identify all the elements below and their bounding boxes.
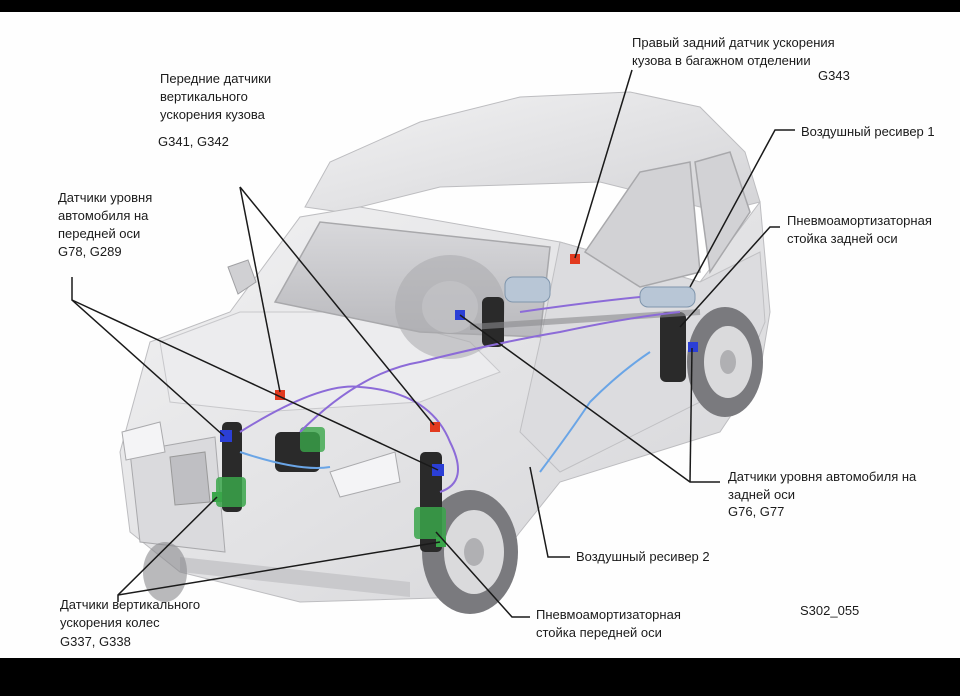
code-g337-g338: G337, G338 [60,634,131,649]
leader-front-strut [435,531,530,618]
code-g76-g77: G76, G77 [728,504,785,519]
air-receiver-1-body [639,286,696,308]
label-front-body-accel-sensors: Передние датчики вертикального ускорения… [160,71,272,122]
leader-front-accel-2 [239,186,435,426]
rear-right-strut [660,312,686,382]
label-wheel-vertical-accel-sensors: Датчики вертикального ускорения колес [60,597,201,630]
suspension-components [216,276,701,552]
sensor-g342 [430,422,440,432]
sensor-g77 [688,342,698,352]
leader-rear-accel [574,69,633,259]
leader-receiver-2 [529,466,570,558]
code-g78-g289: G78, G289 [58,244,122,259]
label-rear-body-accel-sensor: Правый задний датчик ускорения кузова в … [632,35,835,68]
label-rear-axle-level-sensors: Датчики уровня автомобиля на задней оси [728,469,917,502]
code-g343: G343 [818,68,850,83]
air-lines [239,296,681,493]
front-end [121,421,410,597]
code-g341-g342: G341, G342 [158,134,229,149]
diagram-panel: Передние датчики вертикального ускорения… [0,12,960,658]
leader-rear-level-2 [689,347,693,483]
label-air-receiver-1: Воздушный ресивер 1 [801,124,935,139]
leader-front-accel-1 [239,186,281,393]
sensor-g78 [220,430,232,442]
label-rear-axle-air-strut: Пневмоамортизаторная стойка задней оси [787,213,932,246]
sensor-g343 [570,254,580,264]
diagram-id: S302_055 [800,603,860,618]
sensor-g341 [275,390,285,400]
label-front-axle-level-sensors: Датчики уровня автомобиля на передней ос… [58,190,153,241]
label-air-receiver-2: Воздушный ресивер 2 [576,549,710,564]
leader-rear-strut [679,226,780,328]
label-front-axle-air-strut: Пневмоамортизаторная стойка передней оси [536,607,681,640]
leader-front-level-2 [71,299,439,471]
sensor-g338 [436,537,446,547]
leader-receiver-1 [689,129,795,288]
leader-lines [71,69,795,618]
car-air-suspension-diagram [71,69,795,618]
leader-wheel-accel-2 [117,541,441,596]
